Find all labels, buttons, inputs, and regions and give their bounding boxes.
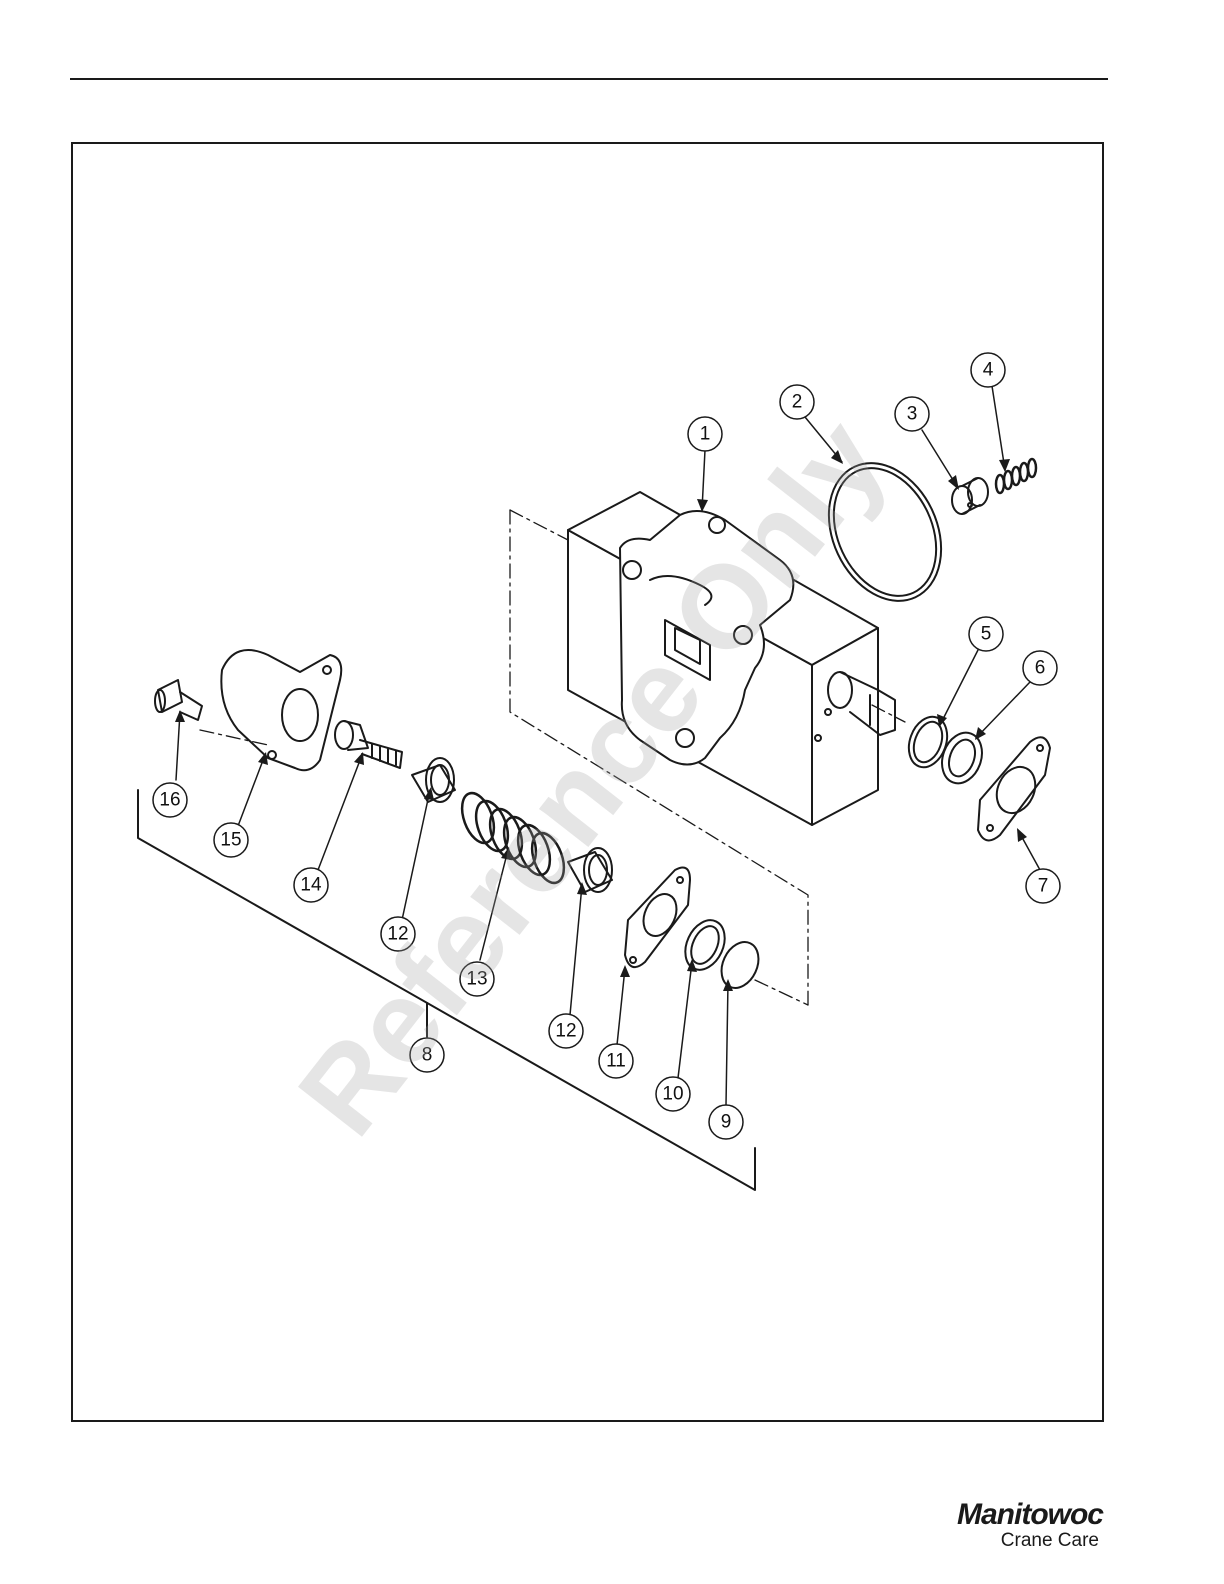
end-cover (221, 650, 341, 770)
callout-5: 5 (981, 624, 992, 645)
plunger-14 (335, 721, 402, 768)
callout-13: 13 (466, 969, 487, 990)
seal-ring-5 (902, 711, 954, 772)
gasket-7 (978, 737, 1050, 840)
callout-7: 7 (1038, 876, 1049, 897)
callout-11: 11 (606, 1051, 626, 1072)
callout-9: 9 (721, 1112, 732, 1133)
callout-15: 15 (220, 830, 241, 851)
large-spring (456, 789, 570, 887)
logo-brand: Manitowoc (957, 1498, 1103, 1532)
logo-subtitle: Crane Care (1001, 1530, 1099, 1552)
gasket-11 (625, 868, 690, 968)
pump-housing (568, 492, 895, 825)
bushing-12a (412, 758, 455, 802)
callout-3: 3 (907, 404, 918, 425)
callout-4: 4 (983, 360, 994, 381)
callout-2: 2 (792, 392, 803, 413)
callout-12-upper: 12 (387, 924, 408, 945)
callout-12-lower: 12 (555, 1021, 576, 1042)
manitowoc-logo: Manitowoc Crane Care (955, 1498, 1105, 1558)
seal-ring-10 (678, 914, 733, 976)
callout-1: 1 (700, 424, 711, 445)
callout-16: 16 (159, 790, 180, 811)
callout-8: 8 (422, 1045, 433, 1066)
retaining-ring-9 (714, 936, 765, 994)
callout-14: 14 (300, 875, 322, 896)
bushing-12b (568, 848, 612, 892)
callout-6: 6 (1035, 658, 1046, 679)
callout-10: 10 (662, 1084, 683, 1105)
